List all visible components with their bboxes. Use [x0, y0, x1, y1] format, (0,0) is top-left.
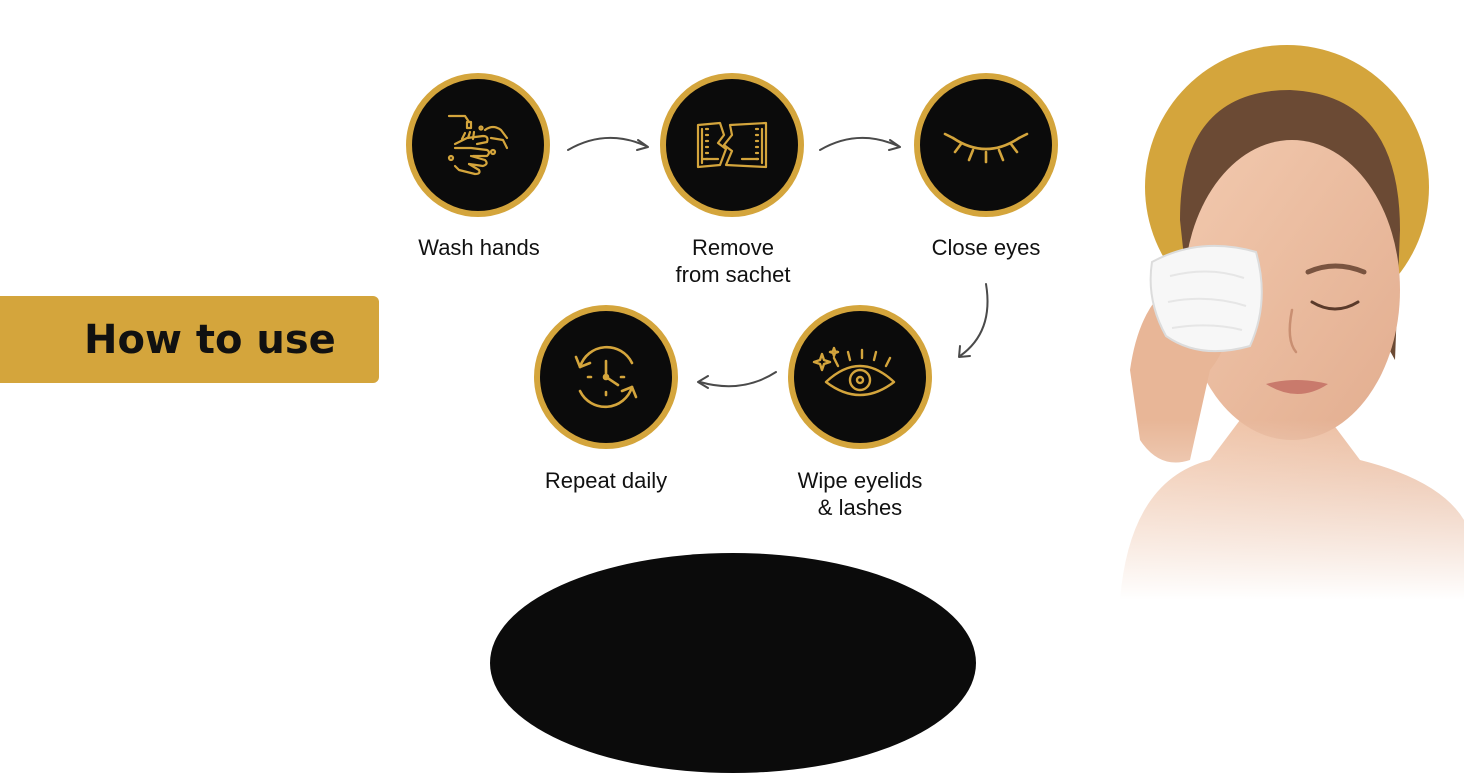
wash-hands-icon: [447, 114, 509, 176]
step-label-close-eyes: Close eyes: [931, 235, 1041, 260]
step-label-remove-from-sachet: Remove from sachet: [675, 235, 791, 287]
sachet-icon: [696, 121, 768, 169]
title-banner: How to use: [0, 296, 379, 383]
step-label-wash-hands: Wash hands: [418, 235, 540, 260]
step-label-wipe-eyelids: Wipe eyelids & lashes: [797, 468, 923, 520]
arrow-step1-to-step2: [567, 137, 649, 151]
step-repeat-daily: [534, 305, 678, 449]
closed-eye-icon: [943, 132, 1029, 164]
step-wipe-eyelids: [788, 305, 932, 449]
arrow-step4-to-step5: [697, 371, 777, 389]
page-title: How to use: [84, 316, 336, 363]
step-remove-from-sachet: [660, 73, 804, 217]
repeat-clock-icon: [574, 345, 638, 409]
step-close-eyes: [914, 73, 1058, 217]
arrow-step2-to-step3: [819, 137, 901, 151]
step-wash-hands: [406, 73, 550, 217]
woman-wiping-eye-image: [1060, 45, 1464, 600]
arrow-step3-to-step4: [958, 283, 989, 358]
step-label-repeat-daily: Repeat daily: [544, 468, 668, 493]
eye-sparkle-icon: [812, 346, 896, 397]
decorative-arc: [490, 553, 976, 773]
